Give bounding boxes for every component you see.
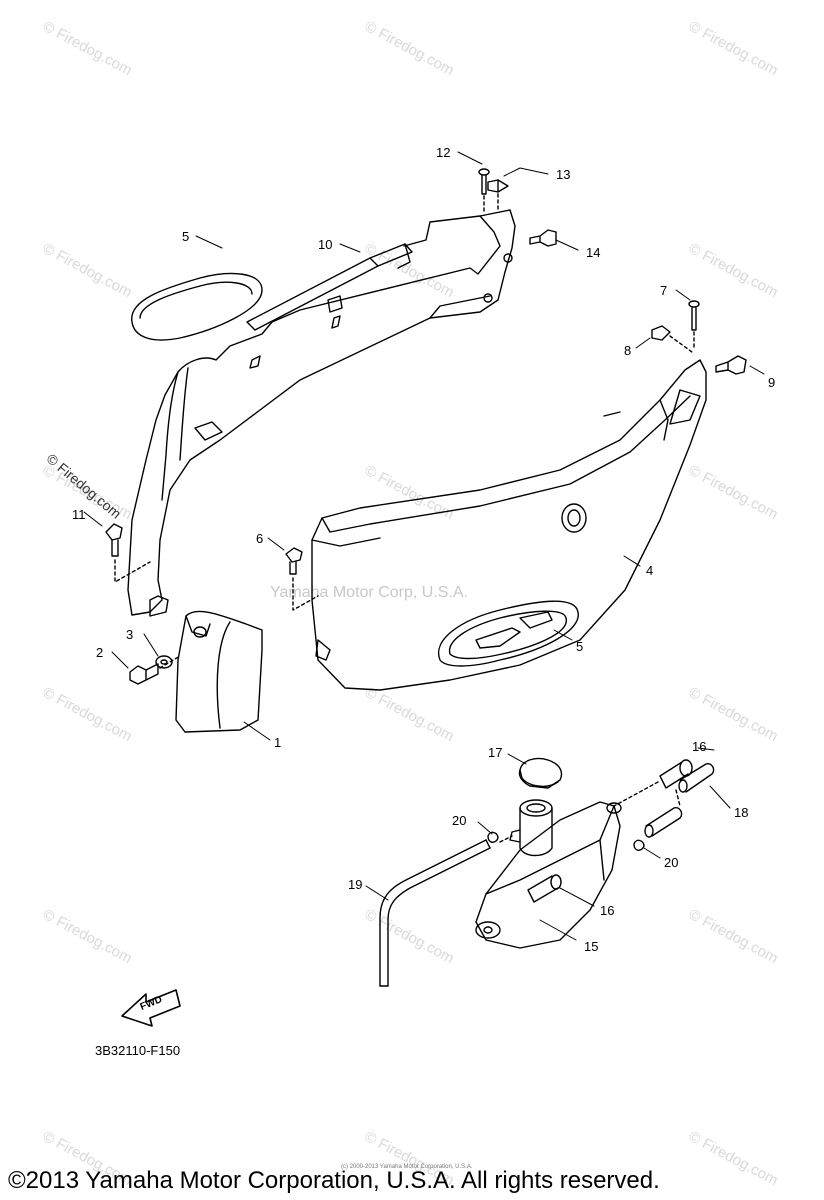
callout-10: 10: [318, 237, 333, 252]
callout-9: 9: [768, 375, 776, 390]
callout-4: 4: [646, 563, 654, 578]
part-2-bolt: [129, 655, 181, 685]
callout-16-upper: 16: [692, 739, 707, 754]
part-18-spacer: [644, 762, 715, 838]
part-1-lower-cover: [175, 610, 263, 733]
callout-6: 6: [256, 531, 264, 546]
leader-lines: [83, 151, 765, 941]
callout-5: 5: [182, 229, 190, 244]
part-13-nut: [487, 179, 509, 213]
part-14-grommet: [529, 229, 557, 247]
part-12-screw: [478, 168, 490, 215]
part-5-emblem: [437, 600, 579, 667]
diagram-code: 3B32110-F150: [95, 1043, 181, 1058]
part-17-cap: [518, 757, 563, 789]
copyright-notice: ©2013 Yamaha Motor Corporation, U.S.A. A…: [8, 1167, 660, 1194]
callout-20-right: 20: [664, 855, 679, 870]
callout-5-emblem: 5: [576, 639, 584, 654]
fine-print: (c) 2000-2013 Yamaha Motor Corporation, …: [341, 1164, 473, 1170]
part-19-hose: [379, 839, 491, 987]
callout-2: 2: [96, 645, 104, 660]
part-10-trim-rail: [246, 243, 413, 331]
callout-20-left: 20: [452, 813, 467, 828]
part-4-right-side-cover: [311, 359, 707, 691]
callout-18: 18: [734, 805, 749, 820]
callout-15: 15: [584, 939, 599, 954]
part-7-screw: [688, 300, 700, 349]
callout-1: 1: [274, 735, 282, 750]
callout-19: 19: [348, 877, 363, 892]
left-side-cover-frame: [127, 209, 516, 617]
part-15-reservoir-tank: [475, 799, 622, 949]
callout-13: 13: [556, 167, 571, 182]
fwd-arrow-icon: [121, 989, 181, 1027]
callout-8: 8: [624, 343, 632, 358]
part-11-grommet: [105, 523, 151, 583]
callout-7: 7: [660, 283, 668, 298]
part-6-grommet: [285, 547, 319, 611]
part-8-nut: [651, 325, 693, 353]
callout-16-lower: 16: [600, 903, 615, 918]
part-16-bolt-lower: [527, 874, 562, 903]
callout-3: 3: [126, 627, 134, 642]
part-3-washer: [155, 655, 173, 669]
callout-17: 17: [488, 745, 503, 760]
part-9-grommet: [715, 355, 747, 375]
center-watermark: Yamaha Motor Corp, U.S.A.: [270, 584, 468, 601]
part-5-upper-pad: [131, 272, 263, 341]
part-20-clamp-right: [633, 839, 645, 851]
callout-12: 12: [436, 145, 451, 160]
callout-11: 11: [72, 507, 86, 522]
part-16-bolt-upper: [613, 759, 693, 807]
callout-14: 14: [586, 245, 601, 260]
